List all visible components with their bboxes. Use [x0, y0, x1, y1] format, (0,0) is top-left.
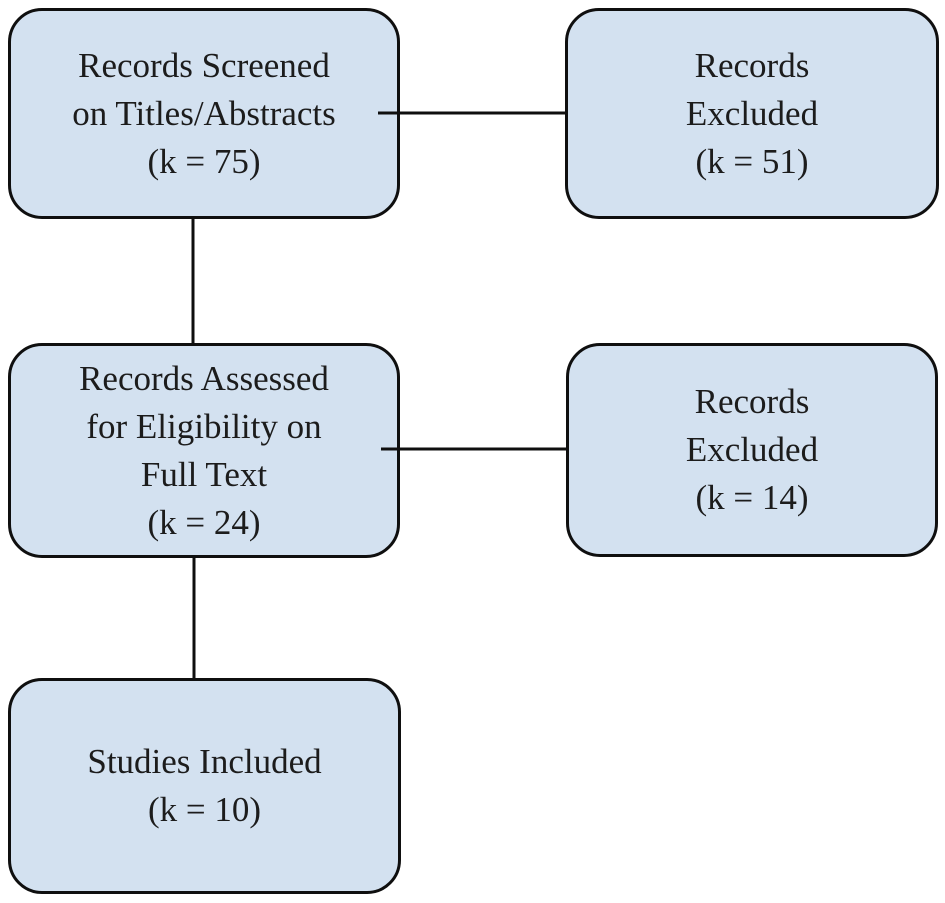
box-label-line: Records Assessed [79, 358, 329, 398]
box-records-assessed: Records Assessed for Eligibility on Full… [8, 343, 400, 558]
box-label-line: Excluded [685, 430, 819, 469]
box-count: (k = 24) [147, 502, 261, 542]
box-count: (k = 10) [147, 790, 262, 829]
box-count: (k = 75) [147, 141, 261, 181]
box-label-line: Records [694, 45, 810, 85]
box-count: (k = 51) [695, 141, 809, 181]
box-count: (k = 14) [695, 478, 809, 517]
box-records-excluded-titles-abstracts: Records Excluded (k = 51) [565, 8, 939, 219]
box-label-line: Records [694, 382, 810, 421]
box-studies-included: Studies Included (k = 10) [8, 678, 401, 894]
box-label-line: Excluded [685, 93, 819, 133]
box-records-excluded-full-text: Records Excluded (k = 14) [566, 343, 938, 557]
box-label-line: Full Text [140, 454, 268, 494]
box-label-line: Records Screened [78, 45, 330, 85]
box-label-line: for Eligibility on [86, 406, 322, 446]
box-label-line: Studies Included [87, 742, 322, 781]
box-label-line: on Titles/Abstracts [72, 93, 336, 133]
box-records-screened: Records Screened on Titles/Abstracts (k … [8, 8, 400, 219]
